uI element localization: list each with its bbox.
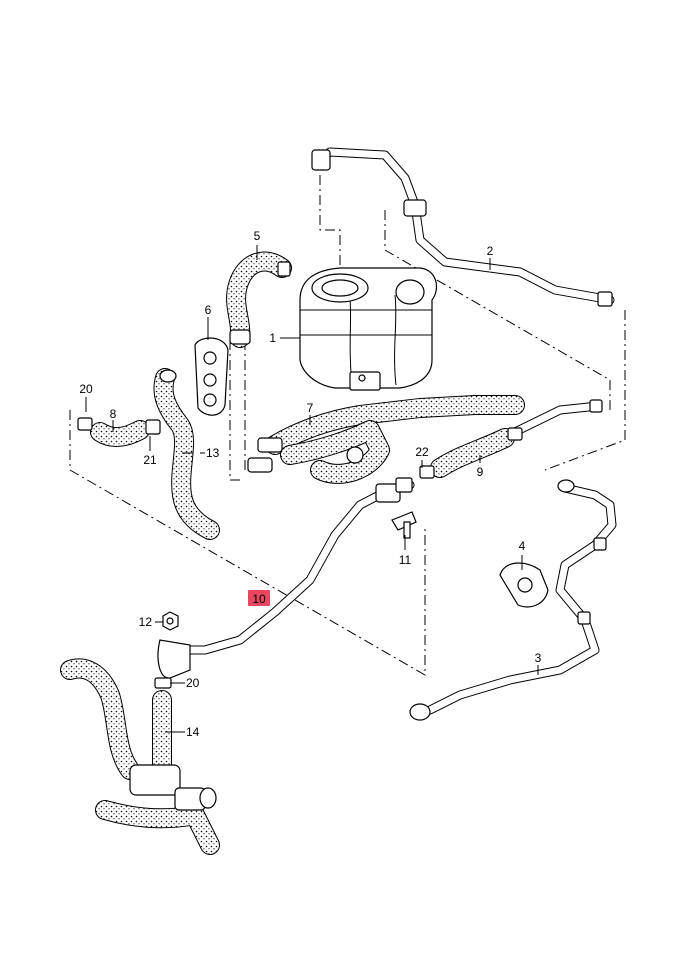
coolant-pipe-2: [311, 147, 615, 307]
hose-5: [226, 251, 292, 348]
callout-10-highlight: [248, 590, 270, 606]
hose-13: [153, 368, 220, 540]
callout-14: 14: [186, 725, 200, 739]
coolant-pipe-10: [157, 477, 415, 679]
expansion-tank-1: [299, 267, 438, 391]
mounting-plate-4: [499, 562, 549, 608]
clip-20-lower: [154, 677, 172, 689]
callouts: 1 2 3 4 5 6 7 8 9 10 11 12 13 14 20 20 2…: [79, 229, 541, 739]
callout-8: 8: [110, 407, 117, 421]
callout-9: 9: [477, 465, 484, 479]
callout-20-upper: 20: [79, 382, 93, 396]
hose-8: [77, 417, 161, 447]
hose-9: [419, 399, 603, 479]
hose-14: [60, 658, 220, 855]
callout-1: 1: [269, 331, 276, 345]
mounting-bracket-6: [194, 337, 229, 416]
callout-3: 3: [535, 651, 542, 665]
hose-7: [247, 395, 525, 484]
coolant-pipe-3: [409, 479, 617, 721]
callout-22: 22: [415, 445, 429, 459]
callout-4: 4: [519, 539, 526, 553]
callout-7: 7: [307, 401, 314, 415]
callout-2: 2: [487, 244, 494, 258]
callout-6: 6: [205, 303, 212, 317]
nut-12: [162, 611, 179, 631]
callout-12: 12: [139, 615, 153, 629]
callout-20-lower: 20: [186, 676, 200, 690]
callout-21: 21: [143, 453, 157, 467]
callout-13: 13: [206, 446, 220, 460]
callout-10: 10: [252, 592, 266, 606]
label-ticks: [156, 337, 288, 733]
callout-11: 11: [399, 553, 412, 567]
screw-11: [391, 511, 417, 539]
leader-lines: [85, 245, 539, 733]
callout-5: 5: [254, 229, 261, 243]
assembly-outline-lines: [69, 175, 626, 676]
